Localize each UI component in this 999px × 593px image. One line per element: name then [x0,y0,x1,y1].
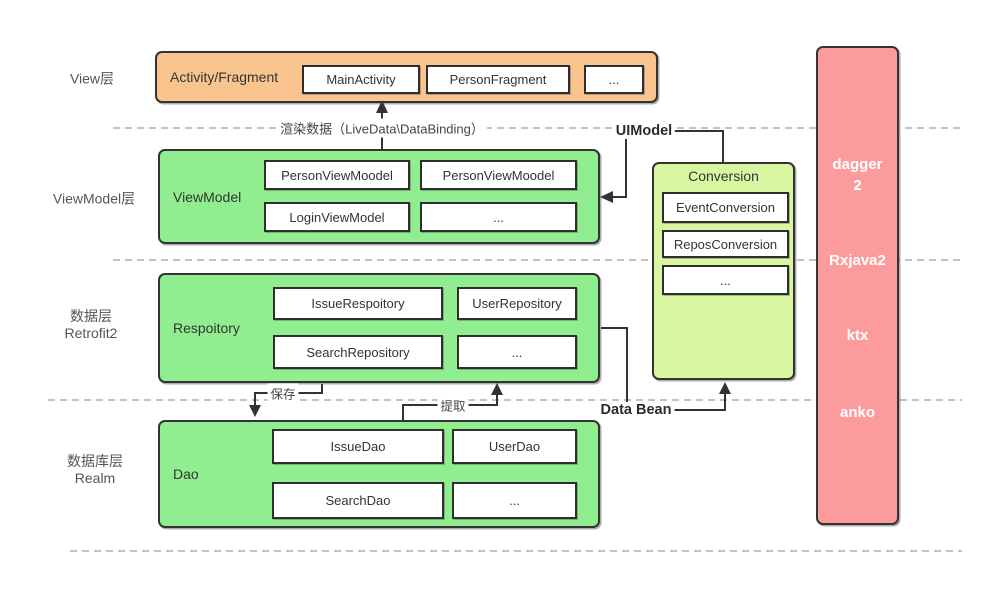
node-mainactivity: MainActivity [302,65,420,94]
node-personfragment: PersonFragment [426,65,570,94]
node-reposconversion: ReposConversion [662,230,789,258]
edge-label-extract: 提取 [437,395,469,415]
group-dao: Dao IssueDao UserDao SearchDao ... [158,420,600,528]
group-viewmodel-title: ViewModel [173,188,242,205]
group-activity-fragment-title: Activity/Fragment [170,69,279,85]
edge-label-save: 保存 [267,383,299,403]
node-personviewmodel-1: PersonViewMoodel [264,160,410,190]
layer-label-viewmodel: ViewModel层 [52,190,136,207]
node-conversion-ellipsis: ... [662,265,789,295]
node-activity-ellipsis: ... [584,65,644,94]
layer-label-data-line1: 数据层 [69,308,112,324]
node-userdao: UserDao [452,429,577,464]
node-searchdao: SearchDao [272,482,444,519]
node-eventconversion: EventConversion [662,192,789,223]
node-userrepository: UserRepository [457,287,577,320]
layer-label-view: View层 [69,70,115,87]
library-ktx: ktx [846,327,869,344]
layer-label-database-line2: Realm [74,470,116,486]
node-viewmodel-ellipsis: ... [420,202,577,232]
node-loginviewmodel: LoginViewModel [264,202,410,232]
layer-divider-lines [48,127,962,552]
group-repository-title: Respoitory [173,320,240,336]
node-issuerepository: IssueRespoitory [273,287,443,320]
library-rxjava2: Rxjava2 [829,252,886,269]
layer-label-database-line1: 数据库层 [67,453,123,469]
layer-label-data: 数据层 Retrofit2 [65,308,118,342]
node-searchrepository: SearchRepository [273,335,443,369]
edge-label-uimodel: UIModel [612,123,676,139]
library-dagger-2: 2 [853,177,862,194]
node-issuedao: IssueDao [272,429,444,464]
group-activity-fragment: Activity/Fragment MainActivity PersonFra… [155,51,658,103]
node-personviewmodel-2: PersonViewMoodel [420,160,577,190]
layer-label-database: 数据库层 Realm [67,453,123,487]
group-conversion: Conversion EventConversion ReposConversi… [652,162,795,380]
edge-label-databean: Data Bean [597,402,675,418]
arrow-heads [249,100,731,417]
node-repository-ellipsis: ... [457,335,577,369]
layer-label-data-line2: Retrofit2 [64,325,118,341]
node-dao-ellipsis: ... [452,482,577,519]
edge-label-render-data: 渲染数据（LiveData\DataBinding） [277,118,487,138]
library-anko: anko [839,404,875,421]
library-dagger: dagger [832,156,883,173]
group-repository: Respoitory IssueRespoitory UserRepositor… [158,273,600,383]
group-conversion-title: Conversion [688,168,759,184]
group-viewmodel: ViewModel PersonViewMoodel PersonViewMoo… [158,149,600,244]
libraries-bar: dagger 2 Rxjava2 ktx anko [816,46,899,525]
group-dao-title: Dao [173,466,199,482]
